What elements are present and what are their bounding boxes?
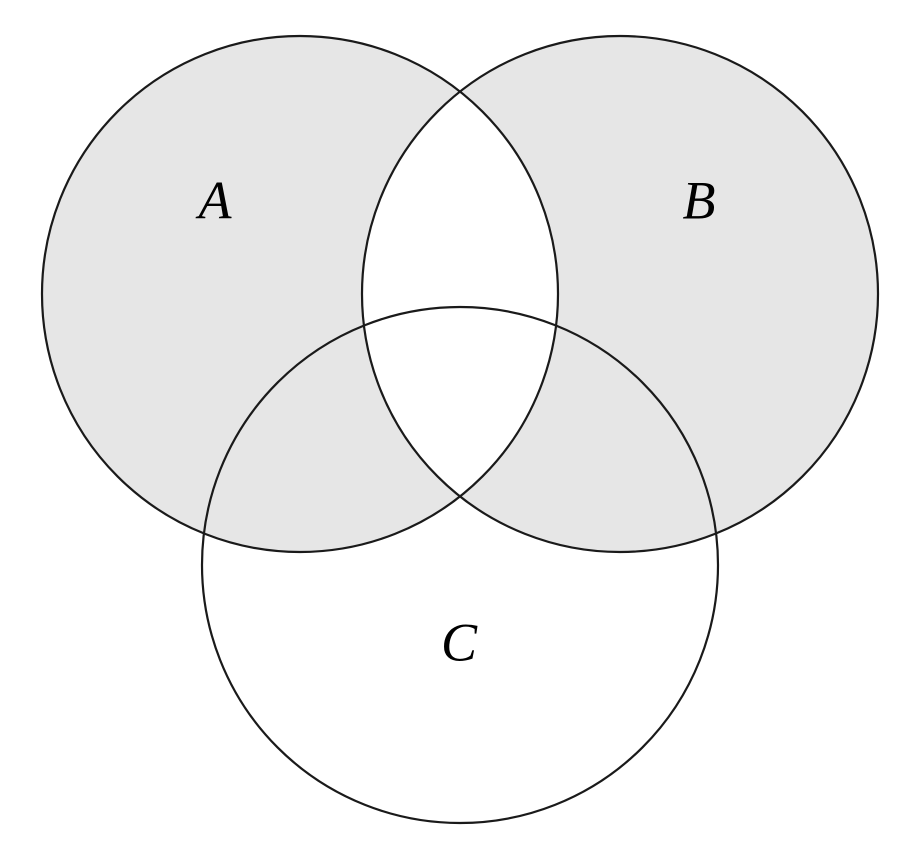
- set-label-b: B: [683, 170, 716, 230]
- circle-outline-a: [40, 34, 560, 554]
- circle-outline-c: [200, 305, 720, 825]
- set-label-c: C: [441, 612, 478, 672]
- set-label-a: A: [196, 170, 233, 230]
- circle-outline-b: [360, 34, 880, 554]
